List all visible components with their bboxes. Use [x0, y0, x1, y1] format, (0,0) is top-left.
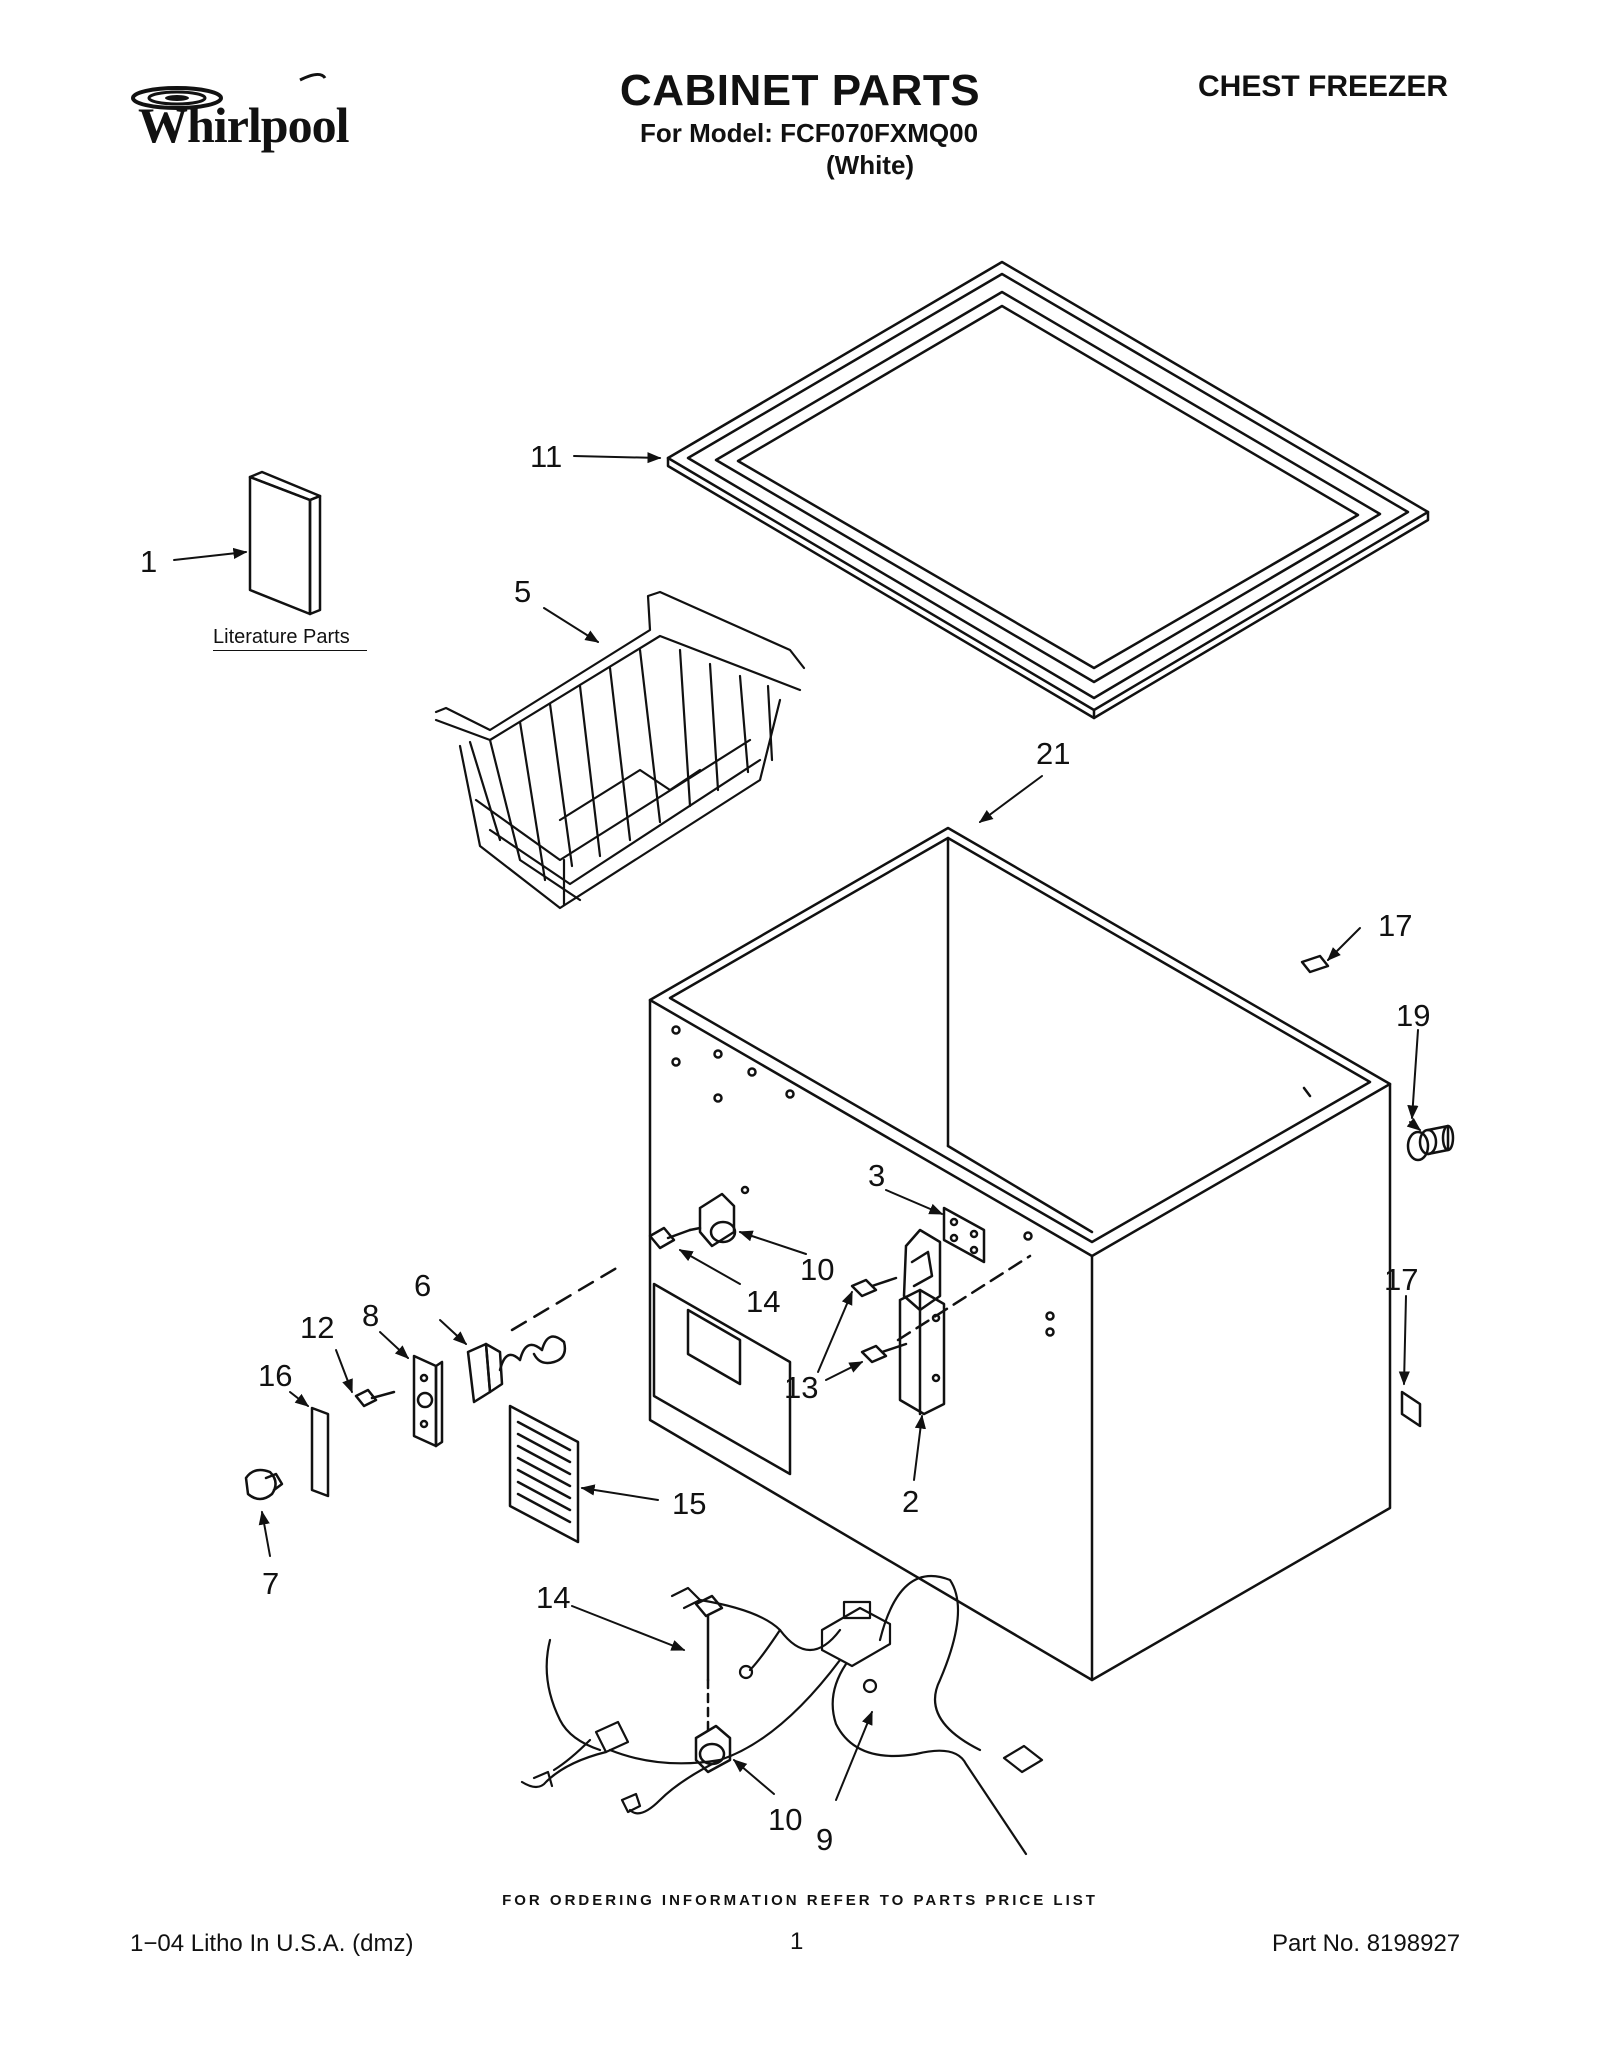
label-17-side [1400, 1390, 1422, 1428]
callout-12: 12 [300, 1310, 334, 1345]
callout-10-upper: 10 [800, 1252, 834, 1287]
thermostat-knob [244, 1468, 284, 1501]
callout-14-lower: 14 [536, 1580, 570, 1615]
label-strip-16 [310, 1406, 330, 1498]
drain-plug [1406, 1124, 1455, 1162]
label-17-top [1300, 954, 1330, 974]
callout-2: 2 [902, 1484, 919, 1519]
callout-9: 9 [816, 1822, 833, 1857]
brand-logo-text: Whirlpool [138, 97, 349, 153]
callout-11: 11 [530, 439, 562, 474]
hinge-bracket-plate [942, 1206, 986, 1264]
cable-clamp-lower [694, 1724, 732, 1774]
part-number: Part No. 8198927 [1272, 1930, 1461, 1957]
screw-upper [648, 1226, 702, 1250]
callout-8: 8 [362, 1298, 379, 1333]
callout-21: 21 [1036, 736, 1070, 771]
callout-leaders [173, 452, 1422, 1801]
freezer-cabinet [648, 826, 1392, 1682]
callout-6: 6 [414, 1268, 431, 1303]
callout-13: 13 [784, 1370, 818, 1405]
thermostat [466, 1264, 622, 1404]
screw-lower [694, 1594, 724, 1732]
control-plate [412, 1354, 444, 1448]
wire-basket [434, 590, 806, 910]
rear-grille [508, 1404, 580, 1544]
literature-underline [213, 650, 367, 651]
color-line: (White) [826, 150, 915, 180]
literature-parts-label: Literature Parts [213, 626, 350, 648]
whirlpool-logo [131, 73, 327, 110]
callout-1: 1 [140, 544, 157, 579]
callout-19: 19 [1396, 998, 1430, 1033]
callout-17-side: 17 [1384, 1262, 1418, 1297]
callout-17-top: 17 [1378, 908, 1412, 943]
ordering-note: FOR ORDERING INFORMATION REFER TO PARTS … [502, 1892, 1098, 1909]
category-label: CHEST FREEZER [1198, 70, 1449, 103]
callout-14-upper: 14 [746, 1284, 780, 1319]
callout-15: 15 [672, 1486, 706, 1521]
model-line: For Model: FCF070FXMQ00 [640, 118, 979, 148]
callout-5: 5 [514, 574, 531, 609]
lid-gasket-frame [666, 260, 1430, 720]
hinge [898, 1228, 946, 1416]
litho-line: 1−04 Litho In U.S.A. (dmz) [130, 1930, 414, 1957]
page-number: 1 [790, 1928, 804, 1955]
hinge-screws [850, 1254, 1032, 1364]
callout-3: 3 [868, 1158, 885, 1193]
wire-harness-power-cord [520, 1575, 1044, 1856]
cable-clamp-upper [698, 1185, 750, 1248]
screw-12 [354, 1388, 396, 1408]
callout-10-lower: 10 [768, 1802, 802, 1837]
literature-booklet [248, 470, 322, 616]
callout-7: 7 [262, 1566, 279, 1601]
page-title: CABINET PARTS [619, 66, 981, 115]
callout-16: 16 [258, 1358, 292, 1393]
